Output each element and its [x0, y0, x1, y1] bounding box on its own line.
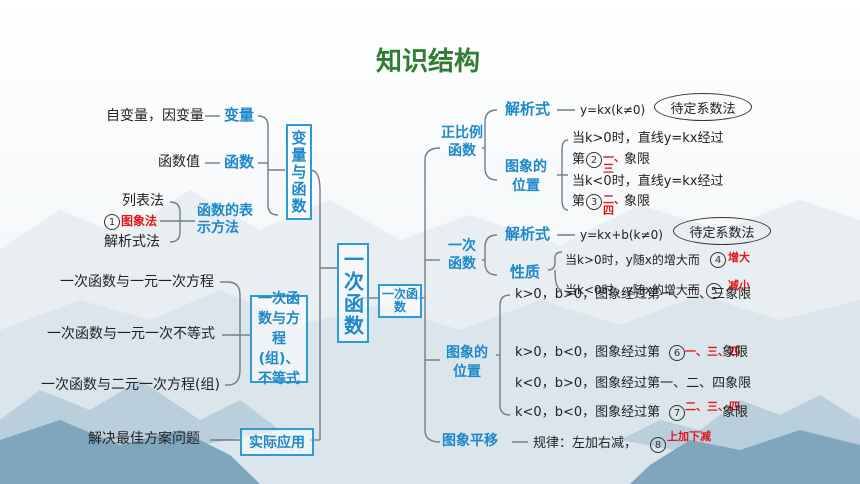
application-item: 解决最佳方案问题	[88, 431, 200, 447]
equation-inequality-box: 一次函数与方程(组)、不等式	[250, 291, 308, 387]
eq-item-1: 一次函数与一元一次方程	[60, 274, 214, 290]
application-box: 实际应用	[240, 428, 314, 456]
proportional-label: 正比例函数	[441, 125, 483, 159]
page-title: 知识结构	[376, 47, 481, 77]
eq-item-2: 一次函数与一元一次不等式	[47, 326, 215, 342]
variable-function-box: 变量与函数	[286, 124, 312, 220]
graph-case-2-suffix: 象限	[722, 345, 749, 360]
graph-case-2: k>0，b<0，图象经过第	[515, 345, 661, 360]
answer-3: 二、四	[603, 193, 625, 217]
linear-label: 一次函数	[448, 238, 476, 272]
variable-label: 变量	[224, 106, 255, 124]
graph-shift-label: 图象平移	[442, 433, 498, 449]
linear-analytic-label: 解析式	[505, 225, 551, 243]
answer-7: 二、三、四	[685, 400, 740, 413]
answer-circle-3: 3	[586, 194, 602, 210]
answer-circle-4: 4	[710, 252, 726, 268]
answer-circle-2: 2	[586, 152, 602, 168]
answer-8: 上加下减	[667, 430, 711, 443]
prop-line-2-prefix: 第	[572, 152, 586, 167]
rep-item-analytic: 解析式法	[104, 234, 160, 250]
prop-analytic-label: 解析式	[505, 100, 551, 118]
answer-circle-5: 5	[706, 283, 722, 299]
answer-circle-7: 7	[669, 405, 685, 421]
graph-case-3: k<0，b>0，图象经过第一、二、四象限	[515, 376, 752, 391]
function-description: 函数值	[158, 154, 200, 170]
linear-property-label: 性质	[510, 263, 541, 281]
prop-line-4-prefix: 第	[572, 194, 586, 209]
eq-item-3: 一次函数与二元一次方程(组)	[41, 377, 220, 393]
rep-item-table: 列表法	[122, 193, 164, 209]
prop-line-2-suffix: 象限	[624, 152, 651, 167]
variable-description: 自变量，因变量	[106, 108, 204, 124]
graph-case-1: k>0，b>0，图象经过第一、二、三象限	[515, 287, 752, 302]
linear-property-2: 当k<0时，y随x的增大而	[565, 283, 700, 297]
prop-graph-label: 图象的位置	[505, 159, 547, 194]
answer-1: 图象法	[121, 214, 158, 228]
answer-6: 一、三、四	[685, 345, 740, 358]
graph-position-label: 图象的位置	[446, 345, 488, 380]
representation-label: 函数的表示方法	[197, 203, 253, 236]
prop-line-4-suffix: 象限	[624, 194, 651, 209]
graph-case-4: k<0，b<0，图象经过第	[515, 405, 661, 420]
right-hub-box: 一次函数	[378, 284, 422, 318]
answer-circle-1: 1	[104, 214, 120, 230]
linear-property-1: 当k>0时，y随x的增大而	[565, 253, 700, 267]
prop-method-oval: 待定系数法	[654, 93, 752, 121]
prop-analytic-formula: y=kx(k≠0)	[580, 103, 646, 117]
answer-circle-8: 8	[650, 437, 666, 453]
prop-line-1: 当k>0时，直线y=kx经过	[572, 131, 724, 146]
graph-case-4-suffix: 象限	[722, 405, 749, 420]
linear-analytic-formula: y=kx+b(k≠0)	[580, 228, 663, 242]
answer-2: 一、三	[603, 151, 625, 175]
answer-circle-6: 6	[669, 345, 685, 361]
linear-method-oval: 待定系数法	[673, 217, 771, 245]
graph-shift-rule: 规律：左加右减，	[533, 436, 638, 451]
answer-4: 增大	[728, 251, 750, 264]
center-topic-box: 一次函数	[337, 243, 369, 343]
function-label: 函数	[224, 153, 255, 171]
prop-line-3: 当k<0时，直线y=kx经过	[572, 174, 724, 189]
answer-5: 减小	[728, 279, 750, 292]
